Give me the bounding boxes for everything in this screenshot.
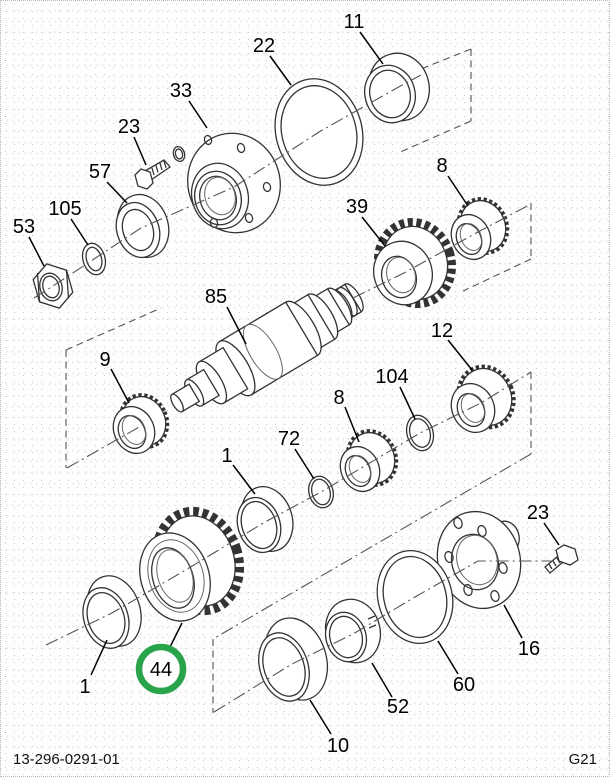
part-8-taper-bearing-lower — [339, 429, 399, 493]
page-code: G21 — [568, 751, 597, 768]
part-label-52: 52 — [387, 696, 409, 718]
part-label-53: 53 — [13, 216, 35, 238]
leader-line-23 — [133, 136, 147, 166]
part-label-11: 11 — [344, 11, 365, 33]
document-number: 13-296-0291-01 — [13, 751, 120, 768]
part-label-72: 72 — [278, 428, 300, 450]
leader-line-8 — [344, 406, 360, 443]
part-label-57: 57 — [89, 161, 111, 183]
leader-line-10 — [309, 699, 332, 735]
axis-centerlines — [33, 74, 554, 713]
part-label-22: 22 — [253, 35, 275, 57]
part-23-bolt-bottom — [544, 544, 579, 574]
plane-edge-lines — [65, 48, 532, 713]
part-52-lock-ring — [324, 598, 382, 664]
part-label-8: 8 — [333, 387, 344, 409]
part-label-10: 10 — [327, 735, 349, 757]
part-label-1: 1 — [221, 445, 232, 467]
part-label-8: 8 — [436, 155, 447, 177]
part-label-44: 44 — [150, 659, 172, 681]
part-8-taper-bearing-top — [450, 197, 510, 261]
leader-line-104 — [399, 386, 416, 420]
part-1-bearing-race-upper — [236, 486, 294, 554]
leader-line-22 — [269, 55, 292, 86]
leader-line-23 — [543, 522, 560, 546]
part-23-bolt-top — [134, 145, 186, 190]
part-label-1: 1 — [79, 676, 90, 698]
leader-line-85 — [226, 306, 247, 345]
leader-line-105 — [70, 218, 89, 246]
leader-line-11 — [359, 31, 384, 65]
part-10-oil-seal — [258, 617, 328, 702]
leader-line-16 — [503, 604, 523, 639]
leader-line-72 — [294, 448, 315, 480]
part-44-mainshaft-gear — [139, 506, 245, 622]
part-label-16: 16 — [518, 638, 540, 660]
part-104-snap-ring — [405, 414, 435, 452]
part-16-output-flange — [436, 510, 522, 610]
part-53-hex-nut — [32, 263, 74, 309]
callout-labels: 1122332357105538398591210487211441052601… — [13, 11, 560, 757]
leader-line-52 — [371, 662, 393, 698]
highlight-circle — [135, 643, 187, 695]
part-label-12: 12 — [431, 320, 453, 342]
part-label-60: 60 — [453, 674, 475, 696]
leader-line-12 — [447, 339, 473, 371]
leader-line-57 — [106, 181, 128, 204]
leader-line-1 — [90, 639, 108, 676]
leader-line-60 — [437, 640, 459, 675]
leader-line-8 — [447, 175, 469, 207]
part-label-105: 105 — [48, 198, 81, 220]
leader-line-53 — [28, 236, 45, 267]
leader-line-33 — [188, 100, 208, 129]
part-label-23: 23 — [527, 502, 549, 524]
leader-line-9 — [110, 368, 130, 404]
part-39-countershaft-gear — [373, 217, 457, 309]
part-label-33: 33 — [170, 80, 192, 102]
part-57-spacer-washer — [115, 193, 170, 259]
part-label-23: 23 — [118, 116, 140, 138]
part-1-bearing-race-lower — [82, 575, 142, 649]
part-9-taper-bearing — [112, 393, 170, 455]
leader-line-44 — [168, 622, 183, 650]
part-72-snap-ring — [308, 475, 334, 509]
leader-line-1 — [232, 464, 256, 495]
leader-line-39 — [361, 216, 386, 247]
part-33-bearing-cover-flange — [187, 132, 281, 234]
part-label-85: 85 — [205, 286, 227, 308]
part-12-taper-bearing — [450, 364, 516, 434]
part-label-104: 104 — [375, 366, 408, 388]
part-label-39: 39 — [346, 196, 368, 218]
part-85-countershaft — [170, 283, 364, 413]
part-label-9: 9 — [99, 349, 110, 371]
